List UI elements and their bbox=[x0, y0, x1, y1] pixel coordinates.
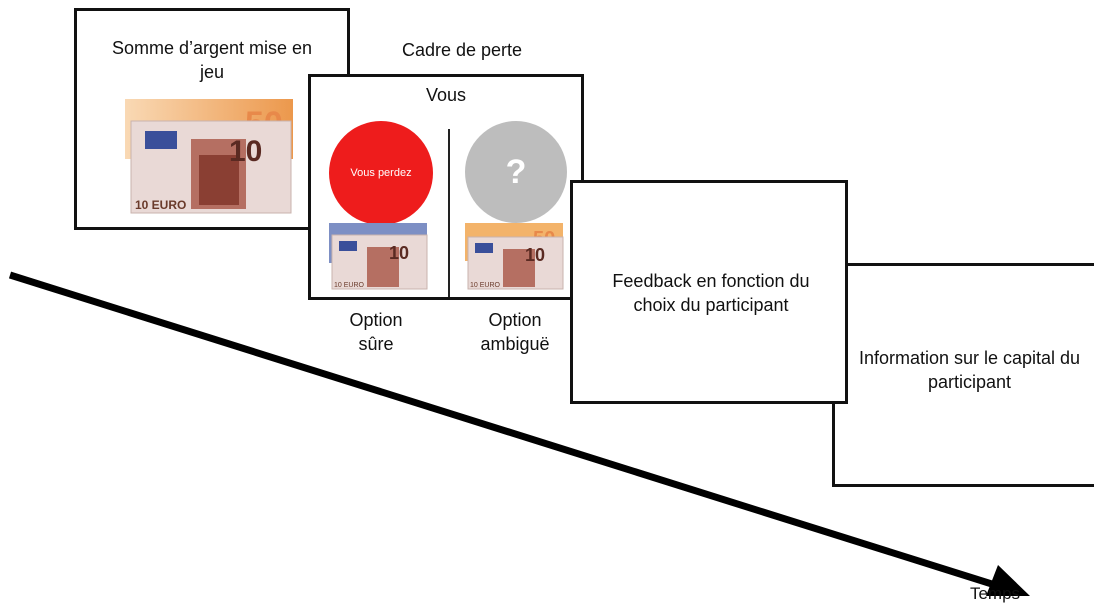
capital-screen: Information sur le capital du participan… bbox=[832, 263, 1094, 487]
svg-text:10 EURO: 10 EURO bbox=[334, 282, 365, 289]
svg-text:10: 10 bbox=[229, 135, 262, 168]
stake-text: Somme d’argent mise en jeu bbox=[111, 38, 313, 82]
safe-option-label: Option sûre bbox=[349, 310, 403, 354]
stake-screen: Somme d’argent mise en jeu 50 10 10 EURO bbox=[74, 8, 350, 230]
axis-label-temps: Temps bbox=[969, 584, 1021, 603]
arrow-head-icon bbox=[986, 565, 1030, 596]
svg-text:10 EURO: 10 EURO bbox=[135, 198, 186, 212]
ambiguous-option-circle: ? bbox=[465, 121, 567, 223]
euro-note-icon: 10 10 EURO bbox=[329, 223, 428, 290]
safe-option-text: Vous perdez bbox=[350, 167, 412, 179]
svg-text:10 EURO: 10 EURO bbox=[470, 282, 501, 289]
safe-option-circle: Vous perdez bbox=[329, 121, 433, 225]
svg-text:10: 10 bbox=[525, 245, 545, 265]
capital-text: Information sur le capital du participan… bbox=[858, 348, 1081, 392]
svg-text:10: 10 bbox=[389, 243, 409, 263]
question-mark-icon: ? bbox=[505, 152, 527, 191]
frame-title: Cadre de perte bbox=[401, 40, 523, 60]
euro-notes-icon: 50 10 10 EURO bbox=[125, 99, 293, 214]
feedback-screen: Feedback en fonction du choix du partici… bbox=[570, 180, 848, 404]
ambiguous-option-label: Option ambiguë bbox=[480, 310, 550, 354]
safe-option-banknote: 10 10 EURO bbox=[329, 223, 429, 291]
choice-header: Vous bbox=[425, 85, 467, 105]
option-divider bbox=[448, 129, 450, 297]
banknote-image: 50 10 10 EURO bbox=[125, 99, 297, 217]
euro-notes-icon: 50 10 10 EURO bbox=[465, 223, 564, 290]
choice-screen: Vous Vous perdez ? 10 10 EURO 50 10 10 E… bbox=[308, 74, 584, 300]
ambiguous-option-banknote: 50 10 10 EURO bbox=[465, 223, 565, 291]
feedback-text: Feedback en fonction du choix du partici… bbox=[612, 271, 810, 315]
